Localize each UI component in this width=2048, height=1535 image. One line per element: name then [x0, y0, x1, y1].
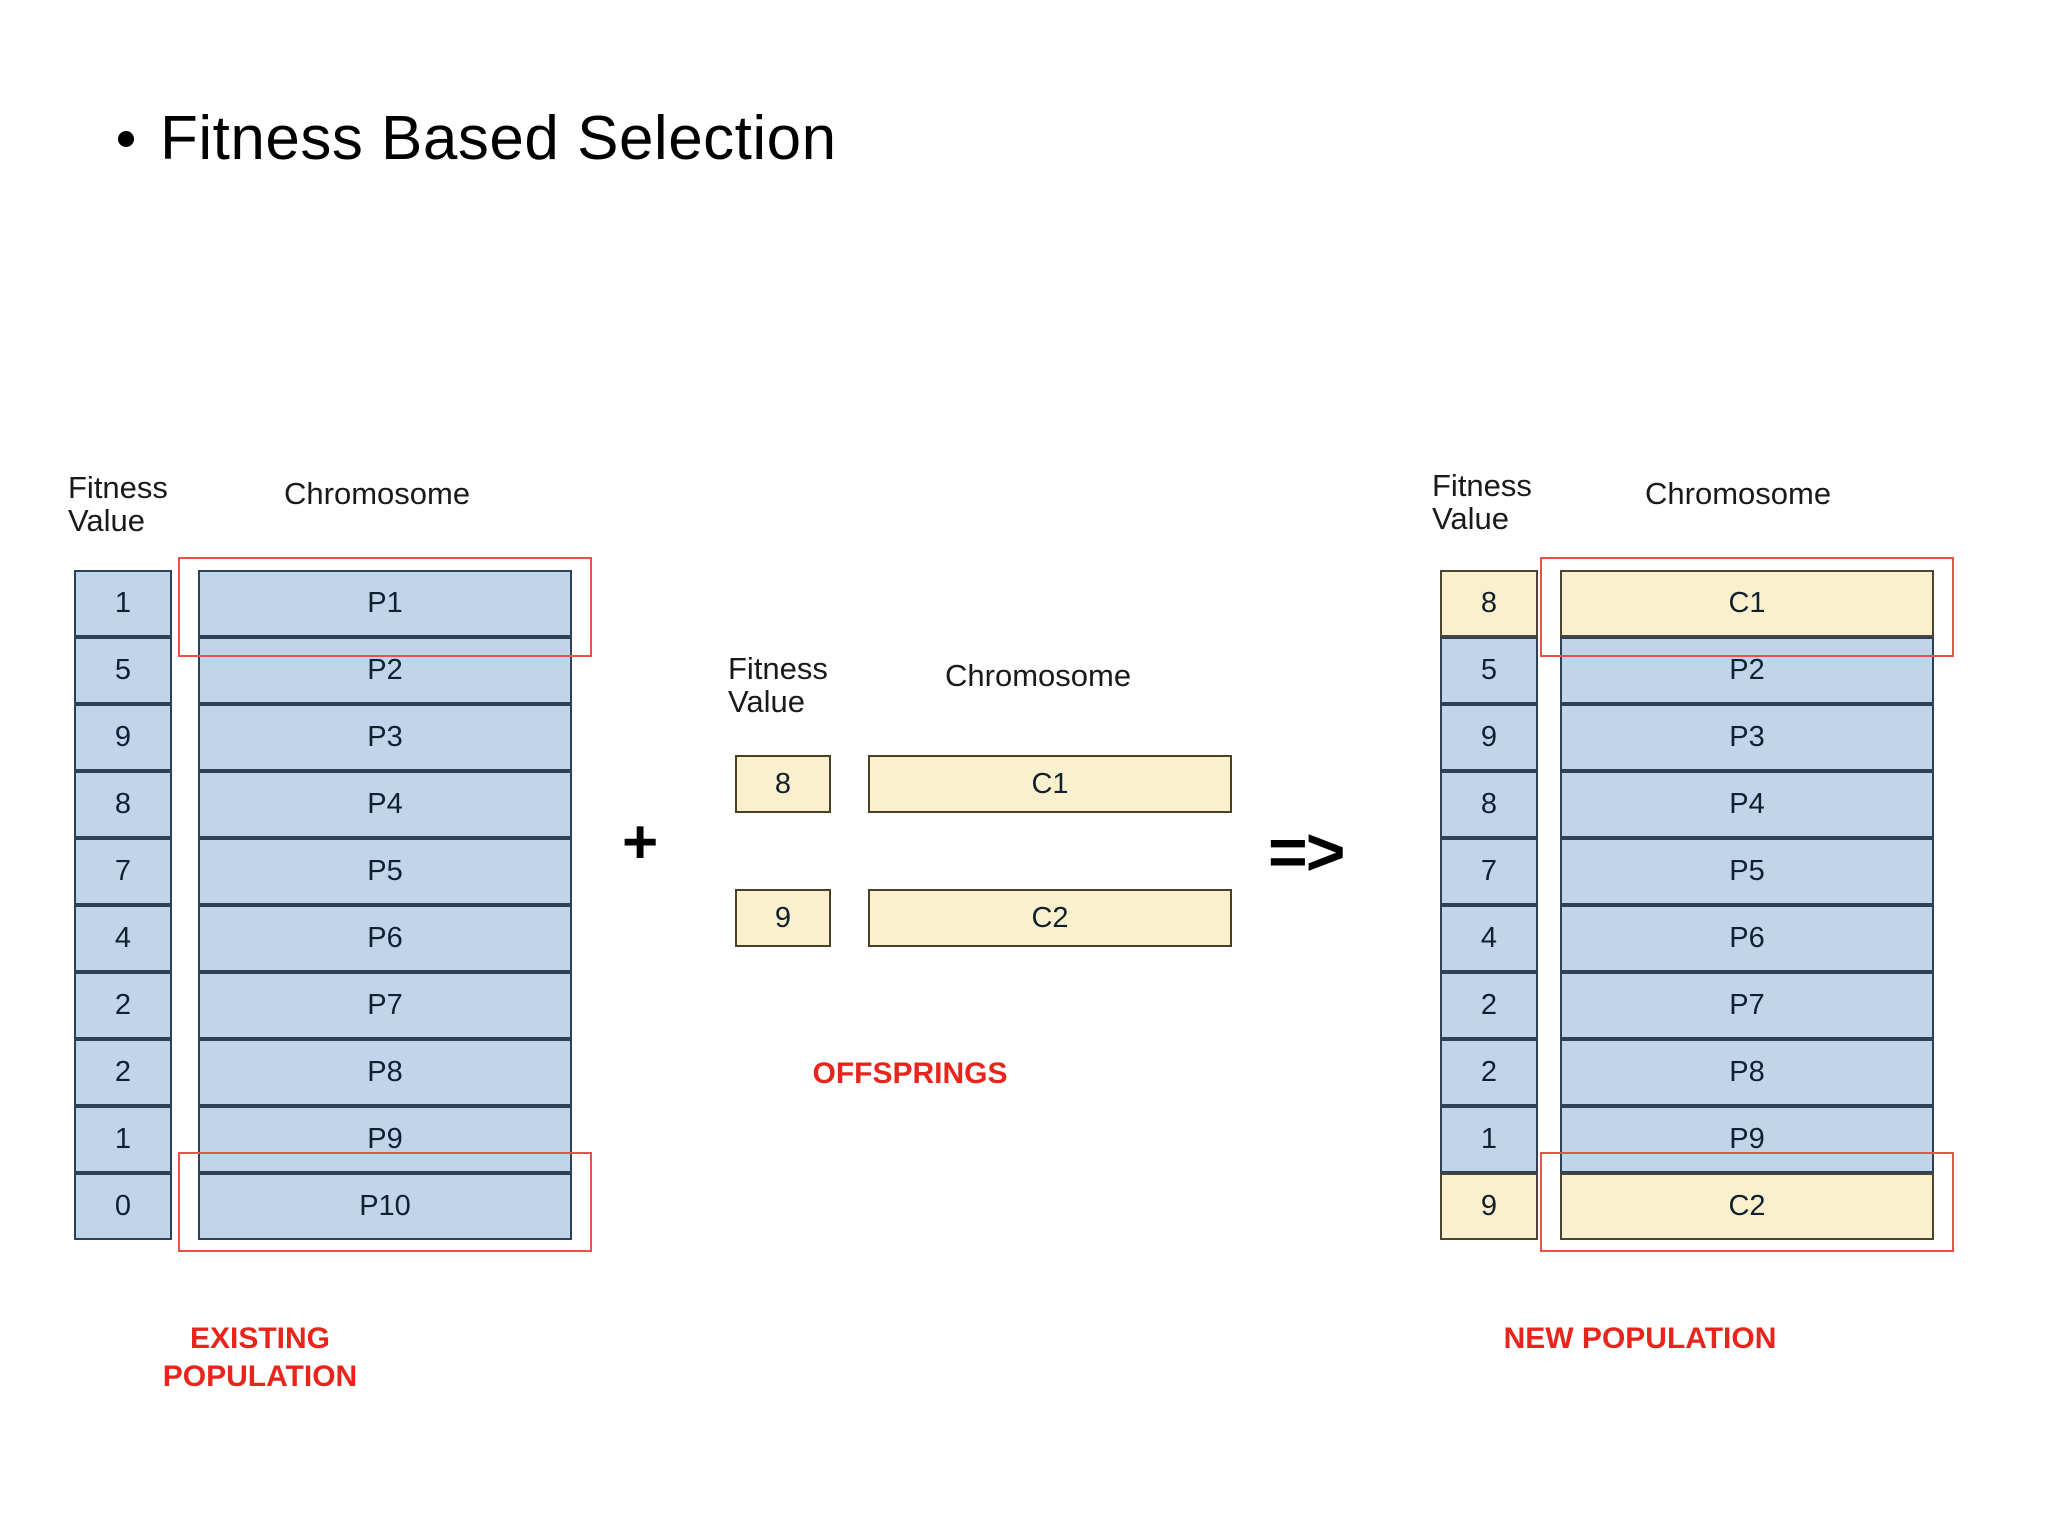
existing-chromosome-cell: P2 — [198, 637, 572, 704]
existing-chromosome-cell: P9 — [198, 1106, 572, 1173]
existing-chromosome-cell: P8 — [198, 1039, 572, 1106]
new-fitness-cell: 8 — [1440, 570, 1538, 637]
offsprings-chromosome-header: Chromosome — [945, 658, 1132, 693]
new-fitness-cell: 4 — [1440, 905, 1538, 972]
page-title: Fitness Based Selection — [118, 108, 837, 170]
offspring-chromosome-box: C1 — [868, 755, 1232, 813]
existing-chromosome-cell: P5 — [198, 838, 572, 905]
existing-fitness-cell: 1 — [74, 570, 172, 637]
new-chromosome-cell: P6 — [1560, 905, 1934, 972]
plus-operator: + — [622, 808, 659, 877]
existing-chromosome-cell: P7 — [198, 972, 572, 1039]
new-fitness-cell: 7 — [1440, 838, 1538, 905]
existing-fitness-cell: 4 — [74, 905, 172, 972]
new-fitness-cell: 1 — [1440, 1106, 1538, 1173]
existing-fitness-cell: 8 — [74, 771, 172, 838]
new-chromosome-cell: P5 — [1560, 838, 1934, 905]
new-fitness-cell: 9 — [1440, 1173, 1538, 1240]
offspring-chromosome-box: C2 — [868, 889, 1232, 947]
existing-fitness-cell: 0 — [74, 1173, 172, 1240]
existing-fitness-cell: 9 — [74, 704, 172, 771]
new-chromosome-cell: P2 — [1560, 637, 1934, 704]
existing-chromosome-cell: P3 — [198, 704, 572, 771]
existing-chromosome-cell: P1 — [198, 570, 572, 637]
existing-fitness-cell: 5 — [74, 637, 172, 704]
new-chromosome-cell: P9 — [1560, 1106, 1934, 1173]
new-chromosome-cell: C1 — [1560, 570, 1934, 637]
new-fitness-cell: 9 — [1440, 704, 1538, 771]
new-chromosome-cell: P4 — [1560, 771, 1934, 838]
existing-fitness-header: Fitness Value — [68, 470, 168, 538]
new-fitness-header: Fitness Value — [1432, 468, 1532, 536]
offspring-fitness-box: 9 — [735, 889, 831, 947]
bullet-icon — [118, 131, 134, 147]
new-population-caption: NEW POPULATION — [1503, 1322, 1777, 1355]
new-chromosome-cell: P3 — [1560, 704, 1934, 771]
existing-chromosome-cell: P6 — [198, 905, 572, 972]
new-fitness-cell: 2 — [1440, 972, 1538, 1039]
new-chromosome-header: Chromosome — [1645, 476, 1832, 511]
existing-population-caption: EXISTING POPULATION — [162, 1322, 358, 1393]
existing-fitness-cell: 2 — [74, 972, 172, 1039]
new-fitness-cell: 2 — [1440, 1039, 1538, 1106]
implies-operator: => — [1268, 814, 1345, 890]
new-chromosome-cell: P8 — [1560, 1039, 1934, 1106]
page-title-text: Fitness Based Selection — [160, 104, 837, 173]
new-fitness-cell: 5 — [1440, 637, 1538, 704]
existing-chromosome-header: Chromosome — [284, 476, 471, 511]
new-fitness-cell: 8 — [1440, 771, 1538, 838]
existing-chromosome-cell: P4 — [198, 771, 572, 838]
offsprings-fitness-header: Fitness Value — [728, 651, 828, 719]
existing-fitness-cell: 1 — [74, 1106, 172, 1173]
offsprings-caption: OFFSPRINGS — [812, 1057, 1008, 1090]
offspring-fitness-box: 8 — [735, 755, 831, 813]
new-chromosome-cell: P7 — [1560, 972, 1934, 1039]
existing-fitness-cell: 7 — [74, 838, 172, 905]
new-chromosome-cell: C2 — [1560, 1173, 1934, 1240]
existing-fitness-cell: 2 — [74, 1039, 172, 1106]
existing-chromosome-cell: P10 — [198, 1173, 572, 1240]
